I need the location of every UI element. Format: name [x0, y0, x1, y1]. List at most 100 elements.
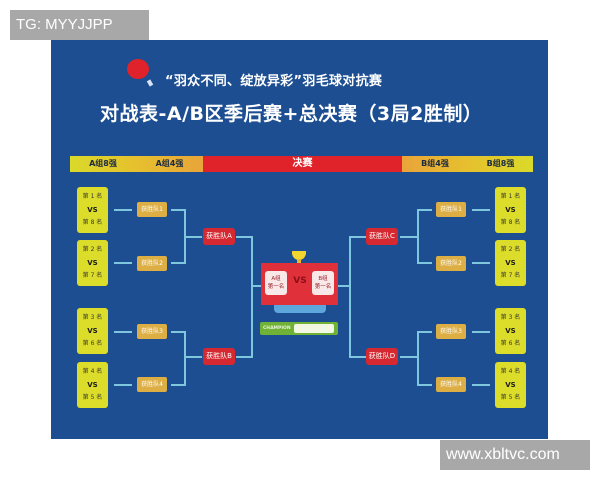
header-b-top8: B组8强 [468, 156, 533, 172]
watermark-bottom: www.xbltvc.com [440, 440, 590, 470]
connector-line [184, 356, 202, 358]
connector-line [184, 331, 186, 386]
seed-vs: VS [505, 258, 516, 267]
left-seed-match-2: 第 2 名 VS 第 7 名 [77, 240, 108, 286]
connector-line [236, 236, 252, 238]
trophy-icon [292, 251, 306, 260]
seed-top: 第 4 名 [82, 367, 103, 375]
seed-top: 第 2 名 [500, 245, 521, 253]
left-round2-winner-4: 获胜队4 [137, 377, 167, 392]
header-final: 决赛 [203, 156, 402, 172]
left-semi-winner-b: 获胜队B [203, 348, 235, 365]
seed-vs: VS [505, 380, 516, 389]
connector-line [417, 209, 419, 264]
seed-bottom: 第 6 名 [500, 340, 521, 348]
connector-line [114, 262, 132, 264]
left-seed-match-4: 第 4 名 VS 第 5 名 [77, 362, 108, 408]
seed-top: 第 3 名 [500, 313, 521, 321]
seed-bottom: 第 6 名 [82, 340, 103, 348]
connector-line [350, 236, 366, 238]
connector-line [400, 236, 418, 238]
final-team-b: B组 第一名 [312, 271, 334, 295]
right-semi-winner-d: 获胜队D [366, 348, 398, 365]
connector-line [472, 262, 490, 264]
connector-line [251, 236, 253, 358]
connector-line [418, 262, 432, 264]
seed-top: 第 4 名 [500, 367, 521, 375]
connector-line [418, 331, 432, 333]
connector-line [400, 356, 418, 358]
left-round2-winner-1: 获胜队1 [137, 202, 167, 217]
connector-line [171, 209, 185, 211]
connector-line [251, 285, 261, 287]
header-b-top4: B组4强 [402, 156, 468, 172]
champion-field [294, 324, 334, 333]
right-round2-winner-2: 获胜队2 [436, 256, 466, 271]
connector-line [114, 209, 132, 211]
right-semi-winner-c: 获胜队C [366, 228, 398, 245]
connector-line [114, 384, 132, 386]
final-podium-base [274, 305, 326, 313]
champion-label: CHAMPION [263, 326, 291, 331]
connector-line [171, 262, 185, 264]
seed-bottom: 第 5 名 [500, 394, 521, 402]
watermark-top: TG: MYYJJPP [10, 10, 149, 40]
header-a-top4: A组4强 [136, 156, 203, 172]
right-seed-match-1: 第 1 名 VS 第 8 名 [495, 187, 526, 233]
seed-bottom: 第 8 名 [82, 219, 103, 227]
left-seed-match-1: 第 1 名 VS 第 8 名 [77, 187, 108, 233]
seed-vs: VS [87, 205, 98, 214]
trophy-stem-icon [297, 259, 301, 264]
poster-title: 对战表-A/B区季后赛+总决赛（3局2胜制） [100, 103, 483, 125]
final-match-box: A组 第一名 VS B组 第一名 [261, 263, 338, 305]
left-round2-winner-2: 获胜队2 [137, 256, 167, 271]
seed-bottom: 第 7 名 [82, 272, 103, 280]
header-a-top8: A组8强 [70, 156, 136, 172]
seed-vs: VS [87, 380, 98, 389]
connector-line [418, 384, 432, 386]
seed-top: 第 1 名 [82, 192, 103, 200]
champion-bar: CHAMPION [260, 322, 338, 335]
connector-line [171, 331, 185, 333]
final-team-b-rank: 第一名 [314, 284, 332, 290]
seed-vs: VS [87, 258, 98, 267]
seed-vs: VS [505, 205, 516, 214]
right-round2-winner-4: 获胜队4 [436, 377, 466, 392]
connector-line [171, 384, 185, 386]
round-header-bar: A组8强 A组4强 决赛 B组4强 B组8强 [70, 156, 533, 172]
final-team-a: A组 第一名 [265, 271, 287, 295]
seed-top: 第 1 名 [500, 192, 521, 200]
connector-line [472, 209, 490, 211]
connector-line [338, 285, 350, 287]
connector-line [472, 384, 490, 386]
connector-line [184, 236, 202, 238]
seed-vs: VS [505, 326, 516, 335]
seed-bottom: 第 8 名 [500, 219, 521, 227]
connector-line [472, 331, 490, 333]
connector-line [417, 331, 419, 386]
final-team-a-group: A组 [271, 276, 281, 282]
connector-line [349, 236, 351, 358]
seed-bottom: 第 7 名 [500, 272, 521, 280]
left-round2-winner-3: 获胜队3 [137, 324, 167, 339]
seed-vs: VS [87, 326, 98, 335]
connector-line [418, 209, 432, 211]
right-round2-winner-1: 获胜队1 [436, 202, 466, 217]
right-seed-match-4: 第 4 名 VS 第 5 名 [495, 362, 526, 408]
final-team-b-group: B组 [318, 276, 328, 282]
bracket-poster [51, 40, 548, 439]
left-semi-winner-a: 获胜队A [203, 228, 235, 245]
final-team-a-rank: 第一名 [267, 284, 285, 290]
connector-line [350, 356, 366, 358]
seed-top: 第 3 名 [82, 313, 103, 321]
right-round2-winner-3: 获胜队3 [436, 324, 466, 339]
right-seed-match-2: 第 2 名 VS 第 7 名 [495, 240, 526, 286]
badminton-logo-icon [127, 59, 149, 79]
final-vs: VS [293, 276, 307, 286]
seed-top: 第 2 名 [82, 245, 103, 253]
poster-subtitle: “羽众不同、绽放异彩”羽毛球对抗赛 [165, 74, 383, 89]
connector-line [236, 356, 252, 358]
right-seed-match-3: 第 3 名 VS 第 6 名 [495, 308, 526, 354]
seed-bottom: 第 5 名 [82, 394, 103, 402]
connector-line [114, 331, 132, 333]
